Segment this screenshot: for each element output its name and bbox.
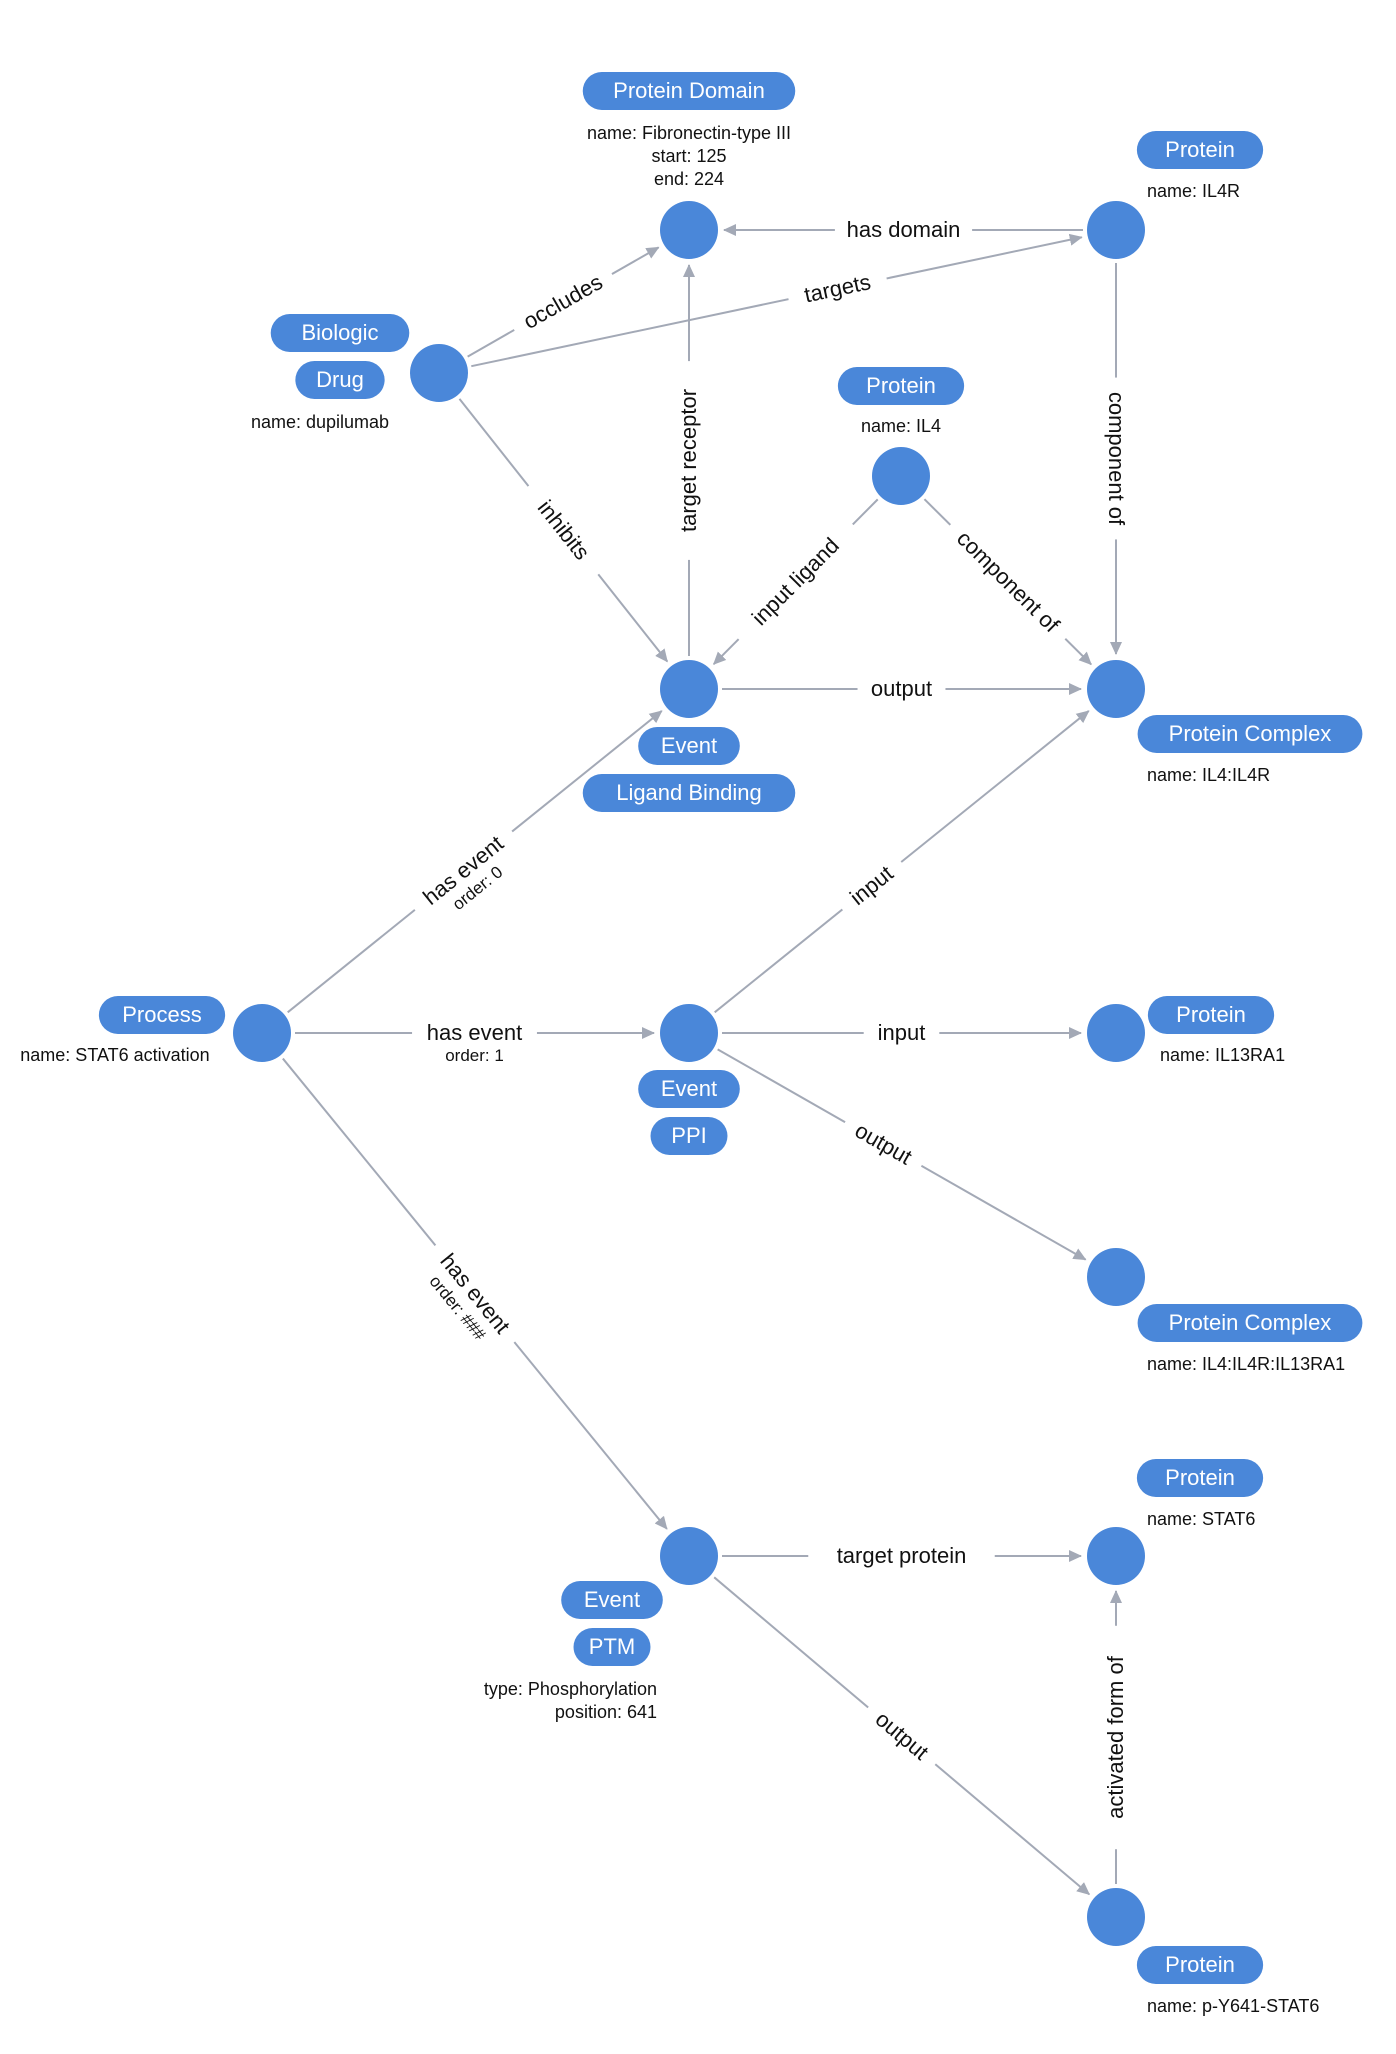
node-label-text: Event: [584, 1587, 640, 1612]
node-property: position: 641: [555, 1702, 657, 1722]
node-il4r[interactable]: [1087, 201, 1145, 259]
node-property: end: 224: [654, 169, 724, 189]
node-cx1[interactable]: [1087, 660, 1145, 718]
edge-label-ppi-cx1: input: [832, 850, 910, 920]
edge-label-text: inhibits: [533, 495, 595, 564]
node-label-text: PPI: [671, 1123, 706, 1148]
node-label-pill: Protein: [837, 367, 965, 405]
node-label-pill: Protein Complex: [1137, 715, 1363, 753]
node-property: name: STAT6: [1147, 1509, 1255, 1529]
node-il4[interactable]: [872, 447, 930, 505]
edge-label-lb-domain: target receptor: [674, 361, 702, 560]
node-property: name: p-Y641-STAT6: [1147, 1996, 1319, 2016]
node-label-text: Event: [661, 1076, 717, 1101]
node-label-pill: Protein: [1147, 996, 1275, 1034]
node-label-text: Protein: [1165, 1952, 1235, 1977]
node-label-text: Protein Complex: [1169, 1310, 1332, 1335]
node-label-text: Protein: [1165, 137, 1235, 162]
edge-label-il4r-cx1: component of: [1103, 377, 1131, 540]
node-property: name: IL4:IL4R: [1147, 765, 1270, 785]
edge-label-text: occludes: [519, 269, 607, 334]
node-property: name: Fibronectin-type III: [587, 123, 791, 143]
node-pstat6[interactable]: [1087, 1888, 1145, 1946]
edge-ppi-cx1: [714, 710, 1090, 1014]
nodes-layer: [233, 201, 1145, 1946]
edge-label-ppi-il13: input: [863, 1018, 940, 1046]
node-label-pill: Event: [561, 1581, 663, 1619]
node-label-text: Drug: [316, 367, 364, 392]
edge-label-drug-lb: inhibits: [518, 476, 611, 583]
edge-label-ptm-stat6: target protein: [808, 1541, 995, 1569]
edge-label-ptm-pstat6: output: [859, 1696, 945, 1775]
edge-label-drug-domain: occludes: [506, 261, 619, 342]
node-property: name: IL4R: [1147, 181, 1240, 201]
edge-label-lb-cx1: output: [857, 674, 946, 702]
edge-label-text: component of: [1104, 392, 1129, 526]
edge-label-text: output: [851, 1118, 917, 1170]
node-label-text: Protein: [866, 373, 936, 398]
node-label-pill: Ligand Binding: [582, 774, 796, 812]
node-label-text: Protein: [1165, 1465, 1235, 1490]
node-label-text: PTM: [589, 1634, 635, 1659]
node-label-pill: Protein: [1136, 131, 1264, 169]
node-cx2[interactable]: [1087, 1248, 1145, 1306]
node-label-pill: Protein: [1136, 1459, 1264, 1497]
node-process[interactable]: [233, 1004, 291, 1062]
node-label-pill: Biologic: [270, 314, 410, 352]
node-property: name: IL4: [861, 416, 941, 436]
edge-label-text: input: [878, 1020, 926, 1045]
edge-label-text: component of: [952, 526, 1065, 638]
node-il13[interactable]: [1087, 1004, 1145, 1062]
node-label-pill: PPI: [650, 1117, 728, 1155]
edge-label-pstat6-stat6: activated form of: [1101, 1625, 1129, 1850]
node-label-text: Process: [122, 1002, 201, 1027]
node-label-pill: Drug: [295, 361, 385, 399]
node-label-pill: Event: [638, 1070, 740, 1108]
node-label-pill: Protein: [1136, 1946, 1264, 1984]
node-ppi[interactable]: [660, 1004, 718, 1062]
edge-label-il4r-domain: has domain: [834, 215, 973, 243]
node-label-pill: Protein Domain: [582, 72, 796, 110]
node-label-text: Ligand Binding: [616, 780, 762, 805]
node-stat6[interactable]: [1087, 1527, 1145, 1585]
edge-label-text: output: [871, 676, 932, 701]
node-property: name: IL4:IL4R:IL13RA1: [1147, 1354, 1345, 1374]
node-label-pill: Event: [638, 727, 740, 765]
edge-label-drug-il4r: targets: [785, 263, 890, 312]
edge-sub-label: order: 1: [445, 1046, 504, 1065]
edge-label-text: activated form of: [1103, 1655, 1128, 1819]
edge-label-text: input ligand: [747, 533, 844, 630]
edge-label-il4-lb: input ligand: [727, 513, 863, 649]
node-property: name: STAT6 activation: [20, 1045, 209, 1065]
edge-label-text: has event: [427, 1020, 522, 1045]
node-drug[interactable]: [410, 344, 468, 402]
node-label-pill: Process: [98, 996, 226, 1034]
edge-label-text: target protein: [837, 1543, 967, 1568]
node-label-text: Protein Domain: [613, 78, 765, 103]
edge-label-il4-cx1: component of: [941, 514, 1076, 648]
node-property: name: IL13RA1: [1160, 1045, 1285, 1065]
node-ptm[interactable]: [660, 1527, 718, 1585]
node-lb[interactable]: [660, 660, 718, 718]
node-property: start: 125: [651, 146, 726, 166]
node-domain[interactable]: [660, 201, 718, 259]
node-label-pill: PTM: [573, 1628, 651, 1666]
node-label-text: Event: [661, 733, 717, 758]
node-label-text: Biologic: [301, 320, 378, 345]
node-label-pill: Protein Complex: [1137, 1304, 1363, 1342]
edge-label-text: target receptor: [676, 389, 701, 532]
edge-label-text: has domain: [847, 217, 961, 242]
edge-label-ppi-cx2: output: [838, 1109, 929, 1178]
edge-drug-il4r: [471, 233, 1083, 368]
node-property: name: dupilumab: [251, 412, 389, 432]
node-label-text: Protein: [1176, 1002, 1246, 1027]
node-property: type: Phosphorylation: [484, 1679, 657, 1699]
node-label-text: Protein Complex: [1169, 721, 1332, 746]
